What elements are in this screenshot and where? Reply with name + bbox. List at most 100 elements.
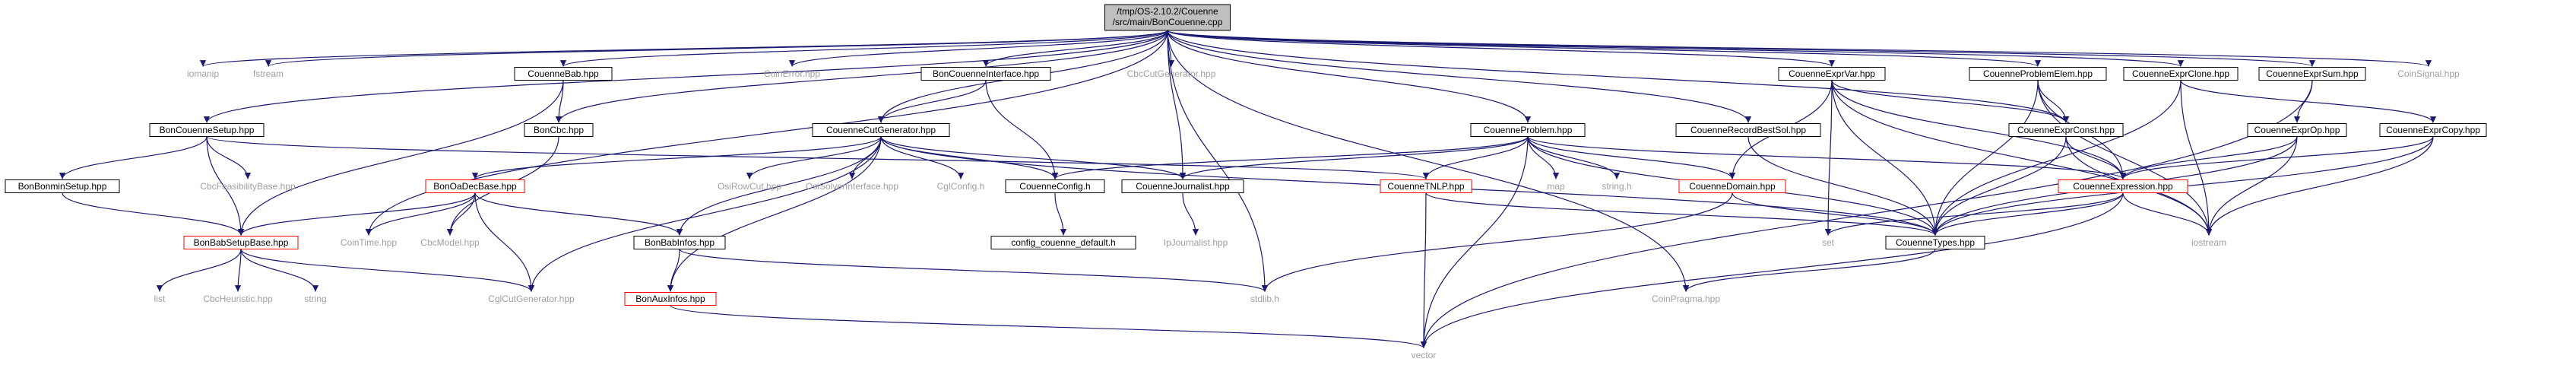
- node-box-BonBabInfos: [633, 236, 726, 249]
- node-label-list: list: [154, 294, 166, 304]
- node-label-CoinPragma: CoinPragma.hpp: [1652, 294, 1720, 304]
- node-label-string_h: string.h: [1602, 181, 1631, 192]
- edge-CouenneExprConst-to-CouenneExpression: [2065, 136, 2127, 179]
- node-CouenneTypes[interactable]: CouenneTypes.hpp: [1885, 236, 1985, 249]
- node-BonAuxInfos[interactable]: BonAuxInfos.hpp: [624, 292, 717, 306]
- edge-CouenneProblem-to-CouenneJournalist: [1179, 136, 1529, 179]
- node-CouenneConfig[interactable]: CouenneConfig.h: [1005, 179, 1105, 193]
- edge-BonBabInfos-to-BonAuxInfos: [667, 249, 680, 292]
- edge-CouenneExprClone-to-CouenneTypes: [1931, 80, 2182, 236]
- node-label-CouenneExprCopy: CouenneExprCopy.hpp: [2386, 125, 2480, 135]
- node-CouenneExprCopy[interactable]: CouenneExprCopy.hpp: [2379, 123, 2487, 137]
- node-label-BonOaDecBase: BonOaDecBase.hpp: [433, 181, 517, 192]
- node-CouenneExpression[interactable]: CouenneExpression.hpp: [2058, 179, 2188, 193]
- node-CouenneExprVar[interactable]: CouenneExprVar.hpp: [1778, 67, 1886, 81]
- edge-CouenneCutGenerator-to-BonAuxInfos: [667, 136, 882, 292]
- node-config_couenne_default[interactable]: config_couenne_default.h: [990, 236, 1136, 249]
- edge-root-to-CouenneJournalist: [1167, 30, 1187, 179]
- node-label-CouenneCutGenerator: CouenneCutGenerator.hpp: [826, 125, 936, 135]
- node-label-config_couenne_default: config_couenne_default.h: [1011, 237, 1115, 248]
- node-box-root: [1104, 4, 1231, 31]
- node-list: list: [154, 294, 166, 304]
- node-label-CbcCutGenerator: CbcCutGenerator.hpp: [1127, 68, 1216, 79]
- edge-CouenneCutGenerator-to-OsiRowCut: [746, 136, 882, 179]
- edge-root-to-CoinError: [788, 30, 1168, 68]
- edge-BonBabSetupBase-to-list: [156, 249, 242, 292]
- edge-BonAuxInfos-to-vector: [670, 304, 1427, 349]
- node-label-CbcModel: CbcModel.hpp: [420, 237, 480, 248]
- node-CouenneRecordBestSol[interactable]: CouenneRecordBestSol.hpp: [1675, 123, 1821, 137]
- graph-edges: [59, 30, 2437, 349]
- edge-BonCouenneInterface-to-CouenneConfig: [985, 80, 1059, 179]
- node-string: string: [304, 294, 326, 304]
- node-CouenneExprClone[interactable]: CouenneExprClone.hpp: [2123, 67, 2239, 81]
- edge-root-to-CoinSignal: [1167, 30, 2432, 68]
- node-CouenneExprSum[interactable]: CouenneExprSum.hpp: [2258, 67, 2366, 81]
- edge-root-to-CouenneRecordBestSol: [1167, 30, 1752, 123]
- node-box-BonAuxInfos: [624, 292, 717, 306]
- node-CouenneTNLP[interactable]: CouenneTNLP.hpp: [1380, 179, 1472, 193]
- node-label-CoinTime: CoinTime.hpp: [341, 237, 398, 248]
- edge-CouenneExprSum-to-vector: [1420, 80, 2313, 348]
- node-label-vector: vector: [1412, 350, 1437, 360]
- edge-CouenneProblem-to-string_h: [1527, 136, 1621, 179]
- node-BonBonminSetup[interactable]: BonBonminSetup.hpp: [5, 179, 120, 193]
- node-CbcCutGenerator: CbcCutGenerator.hpp: [1127, 68, 1216, 79]
- node-box-CouenneConfig: [1005, 179, 1105, 193]
- node-BonCouenneSetup[interactable]: BonCouenneSetup.hpp: [149, 123, 265, 137]
- node-CouenneProblem[interactable]: CouenneProblem.hpp: [1470, 123, 1586, 137]
- node-label-CoinSignal: CoinSignal.hpp: [2397, 68, 2460, 79]
- node-label-CouenneProblemElem: CouenneProblemElem.hpp: [1983, 68, 2093, 79]
- edge-CouenneExprCopy-to-CouenneExpression: [2119, 136, 2434, 179]
- node-iostream: iostream: [2191, 237, 2226, 248]
- node-map: map: [1547, 181, 1565, 192]
- node-CoinTime: CoinTime.hpp: [341, 237, 398, 248]
- edge-CouenneExpression-to-iostream: [2122, 192, 2213, 236]
- edge-root-to-CoinPragma: [1167, 30, 1690, 292]
- node-label-BonBonminSetup: BonBonminSetup.hpp: [18, 181, 107, 192]
- node-CouenneBab[interactable]: CouenneBab.hpp: [514, 67, 613, 81]
- node-CouenneProblemElem[interactable]: CouenneProblemElem.hpp: [1969, 67, 2107, 81]
- edge-CouenneExprVar-to-iostream: [1831, 80, 2213, 236]
- node-CoinSignal: CoinSignal.hpp: [2397, 68, 2460, 79]
- edge-CouenneExpression-to-set: [1824, 192, 2124, 236]
- edge-root-to-BonCbc: [555, 30, 1168, 123]
- node-label-CglConfig: CglConfig.h: [937, 181, 985, 192]
- node-BonOaDecBase[interactable]: BonOaDecBase.hpp: [425, 179, 525, 193]
- edge-CouenneDomain-to-CouenneTypes: [1732, 192, 1939, 236]
- node-CouenneJournalist[interactable]: CouenneJournalist.hpp: [1121, 179, 1244, 193]
- edge-BonOaDecBase-to-CglCutGenerator: [474, 192, 535, 292]
- node-IpJournalist: IpJournalist.hpp: [1164, 237, 1228, 248]
- edge-CouenneCutGenerator-to-CouenneJournalist: [880, 136, 1187, 179]
- node-CouenneExprOp[interactable]: CouenneExprOp.hpp: [2247, 123, 2347, 137]
- node-BonCbc[interactable]: BonCbc.hpp: [524, 123, 594, 137]
- edge-CouenneTNLP-to-CouenneTypes: [1425, 192, 1938, 237]
- node-CouenneCutGenerator[interactable]: CouenneCutGenerator.hpp: [812, 123, 950, 137]
- node-CouenneExprConst[interactable]: CouenneExprConst.hpp: [2008, 123, 2124, 137]
- node-label-CouenneTypes: CouenneTypes.hpp: [1896, 237, 1975, 248]
- node-CouenneDomain[interactable]: CouenneDomain.hpp: [1678, 179, 1786, 193]
- node-box-CouenneExprVar: [1778, 67, 1886, 81]
- node-root[interactable]: /tmp/OS-2.10.2/Couenne/src/main/BonCouen…: [1104, 4, 1231, 31]
- node-label-CouenneExprSum: CouenneExprSum.hpp: [2266, 68, 2359, 79]
- node-BonBabSetupBase[interactable]: BonBabSetupBase.hpp: [183, 236, 299, 249]
- node-label-BonCbc: BonCbc.hpp: [534, 125, 584, 135]
- node-label-BonCouenneSetup: BonCouenneSetup.hpp: [160, 125, 255, 135]
- node-box-CouenneProblemElem: [1969, 67, 2107, 81]
- edge-BonOaDecBase-to-CbcModel: [446, 192, 476, 236]
- node-box-CouenneExprCopy: [2379, 123, 2487, 137]
- edge-CouenneProblemElem-to-CouenneExprConst: [2037, 80, 2070, 123]
- node-label-BonAuxInfos: BonAuxInfos.hpp: [635, 294, 705, 304]
- node-label-stdlib_h: stdlib.h: [1250, 294, 1279, 304]
- edge-CouenneCutGenerator-to-CglConfig: [880, 136, 965, 179]
- edge-BonOaDecBase-to-CoinTime: [365, 192, 476, 236]
- node-box-BonCouenneInterface: [920, 67, 1051, 81]
- edge-CouenneExprVar-to-set: [1824, 80, 1833, 236]
- edge-CouenneProblem-to-CouenneExpression: [1527, 135, 2126, 180]
- node-BonCouenneInterface[interactable]: BonCouenneInterface.hpp: [920, 67, 1051, 81]
- node-CglConfig: CglConfig.h: [937, 181, 985, 192]
- node-box-CouenneExprClone: [2123, 67, 2239, 81]
- node-label-set: set: [1822, 237, 1835, 248]
- node-BonBabInfos[interactable]: BonBabInfos.hpp: [633, 236, 726, 249]
- edge-CouenneProblem-to-CouenneTNLP: [1422, 136, 1529, 179]
